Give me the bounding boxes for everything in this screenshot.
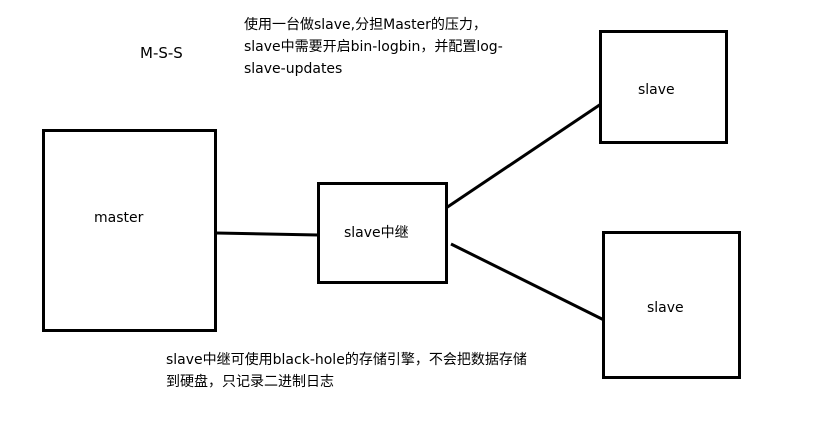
slave-top-node: slave <box>599 30 728 144</box>
relay-node: slave中继 <box>317 182 448 284</box>
top-note-line: 使用一台做slave,分担Master的压力， <box>244 17 487 33</box>
slave-bottom-node: slave <box>602 231 741 379</box>
top-note-line: slave-updates <box>244 61 343 77</box>
slave-bottom-node-label: slave <box>647 300 684 316</box>
diagram-title: M-S-S <box>140 44 183 62</box>
bottom-note-line: slave中继可使用black-hole的存储引擎，不会把数据存储 <box>166 352 527 368</box>
master-node-label: master <box>94 210 144 226</box>
top-note: 使用一台做slave,分担Master的压力， slave中需要开启bin-lo… <box>244 14 503 80</box>
top-note-line: slave中需要开启bin-logbin，并配置log- <box>244 39 503 55</box>
master-node: master <box>42 129 217 332</box>
edge-relay-to-slave-top <box>445 100 605 210</box>
bottom-note-line: 到硬盘，只记录二进制日志 <box>166 374 334 390</box>
bottom-note: slave中继可使用black-hole的存储引擎，不会把数据存储 到硬盘，只记… <box>166 349 527 393</box>
relay-node-label: slave中继 <box>344 225 409 241</box>
edge-master-to-relay <box>215 231 319 237</box>
edge-relay-to-slave-bottom <box>450 242 613 326</box>
slave-top-node-label: slave <box>638 82 675 98</box>
